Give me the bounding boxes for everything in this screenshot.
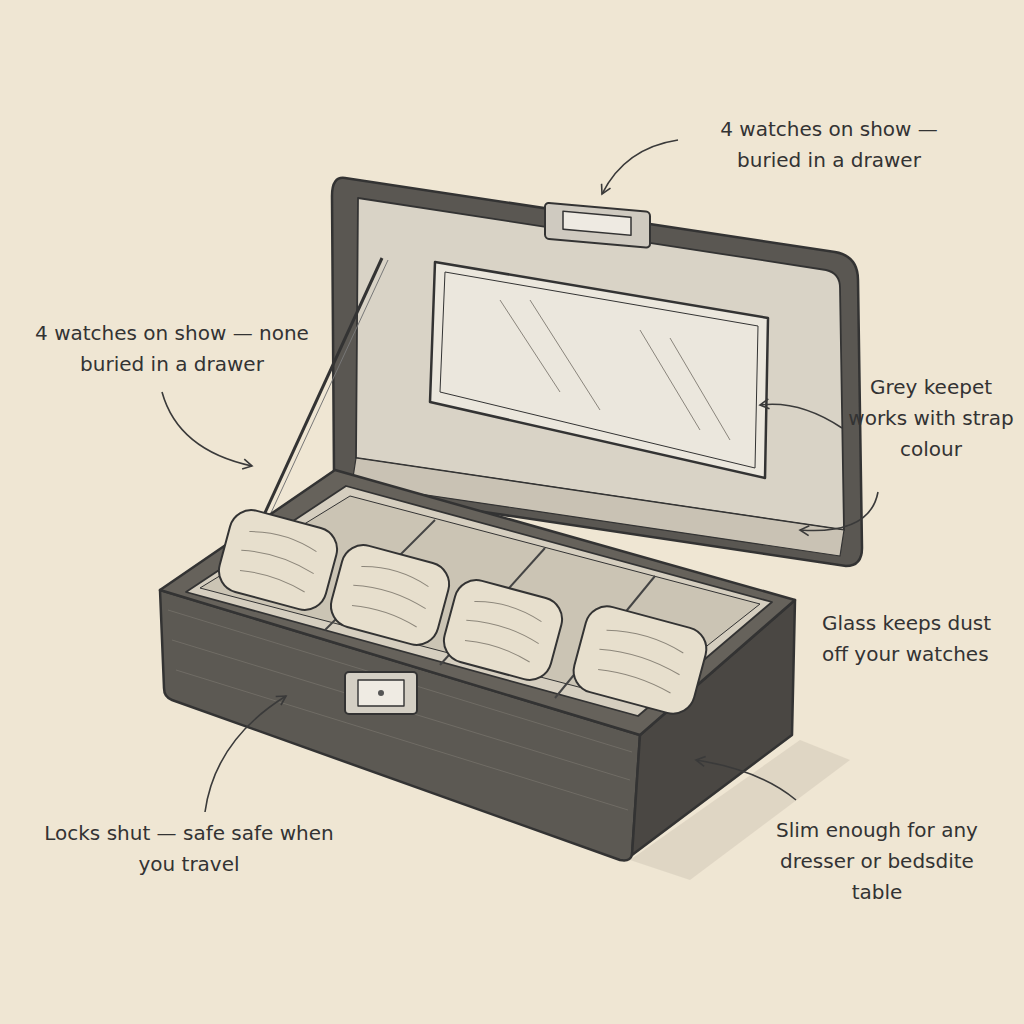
callout-label: 4 watches on show — buried in a drawer [688,114,970,176]
leader-line [162,140,878,812]
callout-label: Grey keepet works with strap colour [846,372,1016,465]
base [160,470,795,860]
callout-label: Locks shut — safe safe when you travel [44,818,334,880]
watch-pillow [214,505,711,718]
callout-label: 4 watches on show — none buried in a dra… [26,318,318,380]
callout-label: Slim enough for any dresser or bedsdite … [770,815,984,908]
callout-label: Glass keeps dust off your watches [822,608,1002,670]
